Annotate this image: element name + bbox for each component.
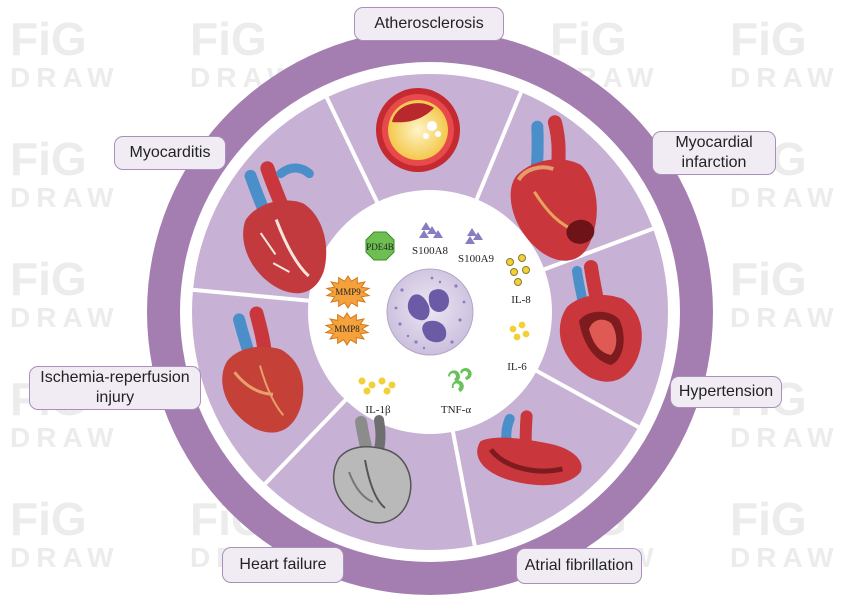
il6-label: IL-6	[507, 361, 527, 373]
mmp9-burst-icon	[325, 275, 371, 309]
watermark-figdraw-bottom: DRAW	[10, 62, 120, 93]
s100a9-label: S100A9	[458, 253, 495, 265]
myocardial-infarction-label: Myocardial infarction	[652, 131, 776, 175]
il6-particles-icon	[509, 321, 530, 341]
pde4b-octagon-icon	[365, 231, 395, 261]
watermark-figdraw-bottom: DRAW	[730, 302, 840, 333]
atrial-fibrillation-label: Atrial fibrillation	[516, 548, 642, 584]
ischemia-reperfusion-label: Ischemia-reperfusion injury	[29, 366, 201, 410]
il1b-label: IL-1β	[365, 404, 391, 416]
watermark-figdraw-bottom: DRAW	[10, 302, 120, 333]
mmp8-label: MMP8	[334, 324, 360, 334]
il8-label: IL-8	[511, 294, 531, 306]
s100a9-triangles-icon	[465, 228, 483, 244]
hypertension-label: Hypertension	[670, 376, 782, 408]
watermark-figdraw-bottom: DRAW	[730, 62, 840, 93]
watermark-figdraw-top: FiG	[730, 253, 807, 305]
neutrophil-cell-icon	[386, 268, 474, 356]
watermark-figdraw-bottom: DRAW	[10, 542, 120, 573]
myocarditis-label: Myocarditis	[114, 136, 226, 170]
watermark-figdraw-top: FiG	[10, 133, 87, 185]
ischemic-heart-icon	[222, 306, 304, 433]
myocarditis-heart-icon	[243, 161, 327, 294]
watermark-figdraw-top: FiG	[190, 13, 267, 65]
watermark-figdraw-top: FiG	[730, 13, 807, 65]
atherosclerosis-label: Atherosclerosis	[354, 7, 504, 41]
atrial-fibrillation-heart-icon	[477, 410, 582, 486]
watermark-figdraw-bottom: DRAW	[10, 422, 120, 453]
pde4b-label: PDE4B	[366, 242, 394, 252]
watermark-figdraw-bottom: DRAW	[730, 422, 840, 453]
watermark-figdraw-top: FiG	[10, 253, 87, 305]
il8-particles-icon	[506, 254, 530, 286]
watermark-figdraw-top: FiG	[10, 493, 87, 545]
watermark-figdraw-top: FiG	[550, 13, 627, 65]
tnf-alpha-label: TNF-α	[441, 404, 471, 416]
infarcted-heart-icon	[510, 115, 597, 261]
s100a8-triangles-icon	[419, 222, 443, 238]
hypertensive-heart-icon	[559, 260, 642, 382]
watermark-figdraw-bottom: DRAW	[730, 542, 840, 573]
tnf-alpha-icon	[448, 368, 472, 392]
il1b-particles-icon	[358, 377, 396, 395]
watermark-figdraw-bottom: DRAW	[730, 182, 840, 213]
failing-heart-icon	[332, 415, 412, 524]
s100a8-label: S100A8	[412, 245, 449, 257]
artery-cross-section-icon	[376, 88, 460, 172]
watermark-figdraw-top: FiG	[730, 493, 807, 545]
mmp8-burst-icon	[324, 312, 370, 346]
watermark-figdraw-top: FiG	[10, 13, 87, 65]
heart-failure-label: Heart failure	[222, 547, 344, 583]
watermark-figdraw-bottom: DRAW	[10, 182, 120, 213]
mmp9-label: MMP9	[335, 287, 361, 297]
